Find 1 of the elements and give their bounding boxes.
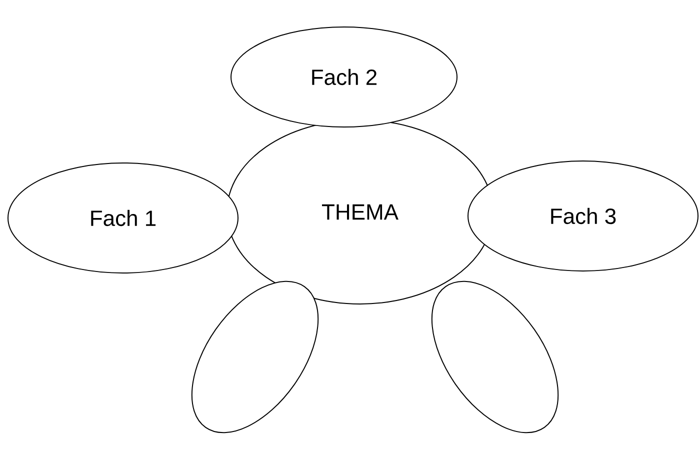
node-label: Fach 3 [551, 208, 616, 224]
